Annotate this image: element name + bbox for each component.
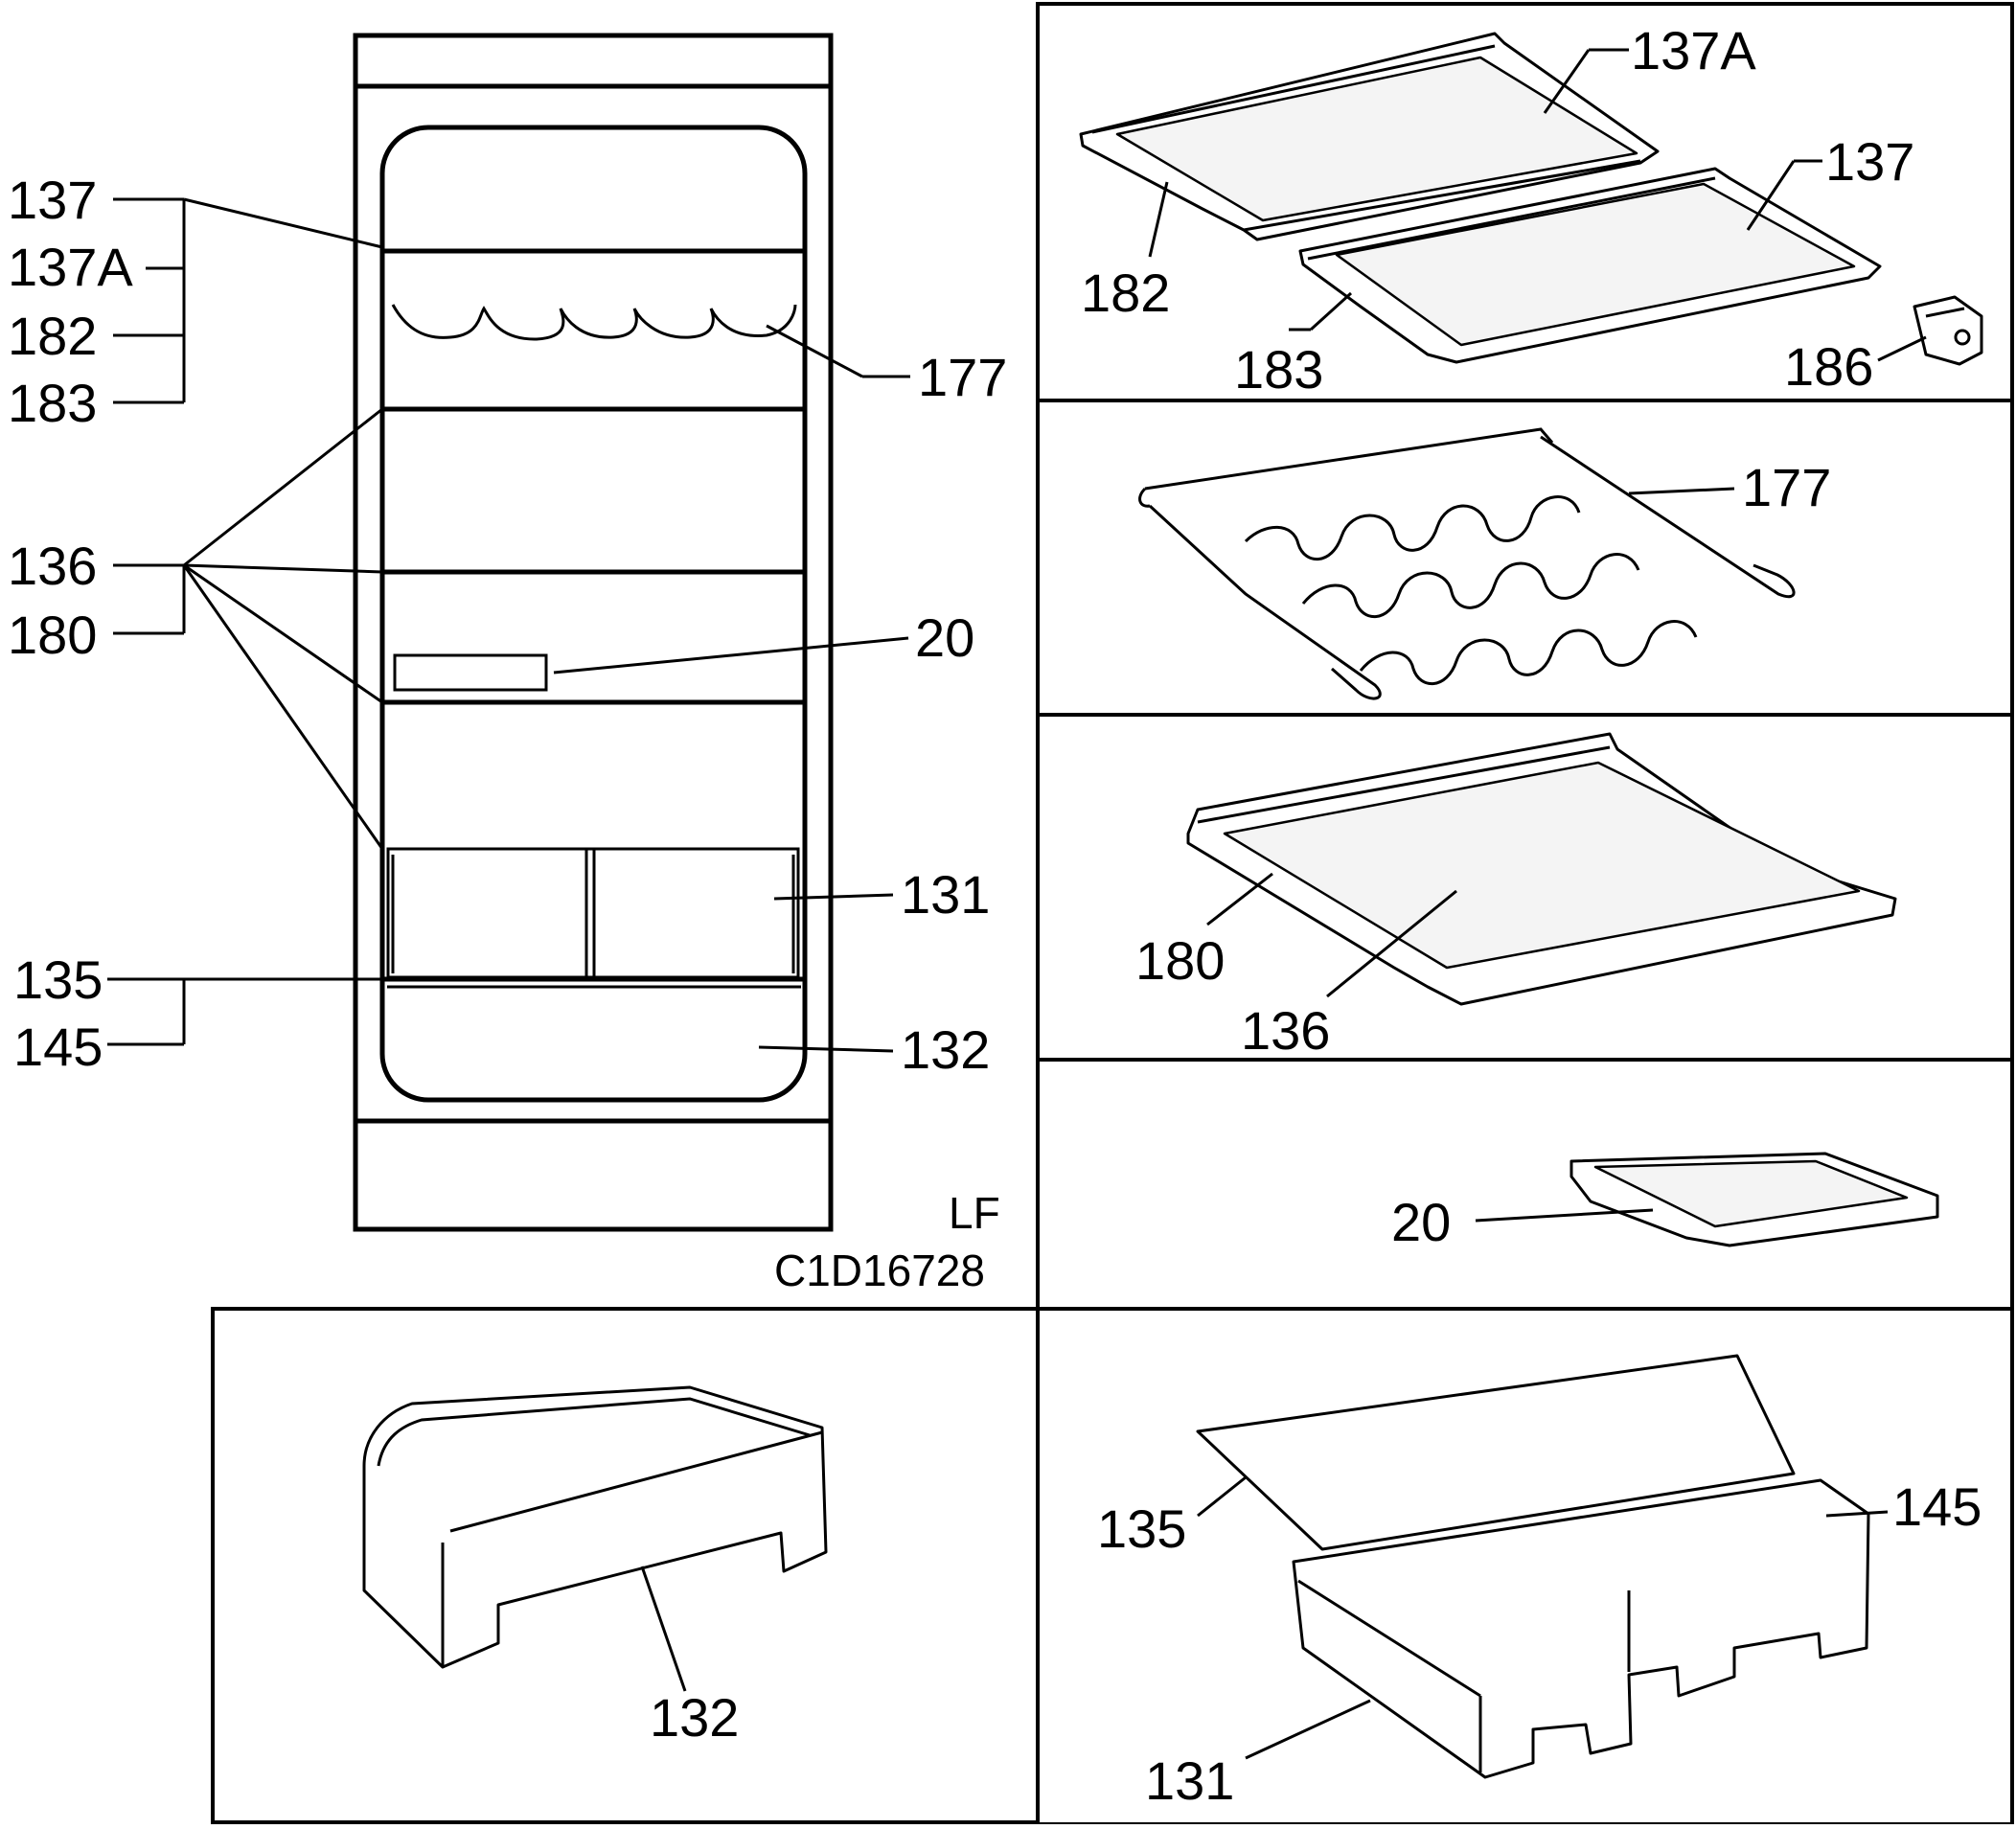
- label-132-overview: 132: [901, 1019, 990, 1080]
- label-183-panel: 183: [1234, 339, 1323, 400]
- leader-lines-panel-1: [1148, 48, 1927, 362]
- part-labels: 137 137A 182 183 136 180 135 145 177 20 …: [8, 20, 1982, 1811]
- leader-lines-panel-6: [1197, 1475, 1889, 1760]
- label-186-panel: 186: [1784, 336, 1873, 397]
- leader-lines-panel-5: [640, 1566, 687, 1692]
- label-137a-overview: 137A: [8, 237, 133, 297]
- label-183-overview: 183: [8, 373, 97, 433]
- label-182-panel: 182: [1081, 263, 1170, 323]
- label-137a-panel: 137A: [1631, 20, 1756, 80]
- label-20-panel: 20: [1391, 1192, 1451, 1252]
- tray-20-illustration: [1569, 1152, 1939, 1247]
- label-177-overview: 177: [918, 347, 1007, 407]
- glass-shelf-137a-illustration: [1079, 32, 1660, 241]
- crisper-drawer-131-illustration: [1292, 1478, 1870, 1779]
- label-136-panel: 136: [1241, 1000, 1330, 1061]
- leader-lines-panel-3: [1206, 872, 1457, 998]
- label-145-overview: 145: [13, 1017, 103, 1077]
- egg-tray-outline: [393, 653, 548, 692]
- label-177-panel: 177: [1742, 457, 1831, 517]
- model-code: LF: [949, 1188, 1000, 1238]
- drawing-code: C1D16728: [774, 1246, 985, 1295]
- label-131-panel: 131: [1145, 1750, 1234, 1811]
- label-137-overview: 137: [8, 170, 97, 230]
- wine-rack-outline: [391, 304, 797, 341]
- drawer-132-illustration: [362, 1385, 828, 1669]
- label-137-panel: 137: [1825, 131, 1914, 192]
- label-132-panel: 132: [650, 1687, 739, 1748]
- label-136-overview: 136: [8, 536, 97, 596]
- label-135-overview: 135: [13, 949, 103, 1010]
- leader-lines-overview: [107, 197, 910, 1053]
- leader-lines-panel-4: [1475, 1208, 1654, 1223]
- wine-rack-177-illustration: [1138, 427, 1796, 700]
- leader-lines-panel-2: [1628, 487, 1735, 495]
- glass-shelf-137-illustration: [1298, 167, 1882, 364]
- fridge-overview: [353, 33, 834, 1232]
- label-20-overview: 20: [915, 607, 974, 668]
- crisper-cover-135-illustration: [1196, 1354, 1796, 1551]
- label-182-overview: 182: [8, 306, 97, 366]
- label-180-panel: 180: [1135, 930, 1225, 991]
- label-131-overview: 131: [901, 864, 990, 925]
- label-145-panel: 145: [1892, 1476, 1982, 1537]
- clip-186-illustration: [1913, 295, 1983, 366]
- label-180-overview: 180: [8, 605, 97, 665]
- glass-shelf-136-illustration: [1186, 732, 1897, 1006]
- label-135-panel: 135: [1097, 1498, 1186, 1559]
